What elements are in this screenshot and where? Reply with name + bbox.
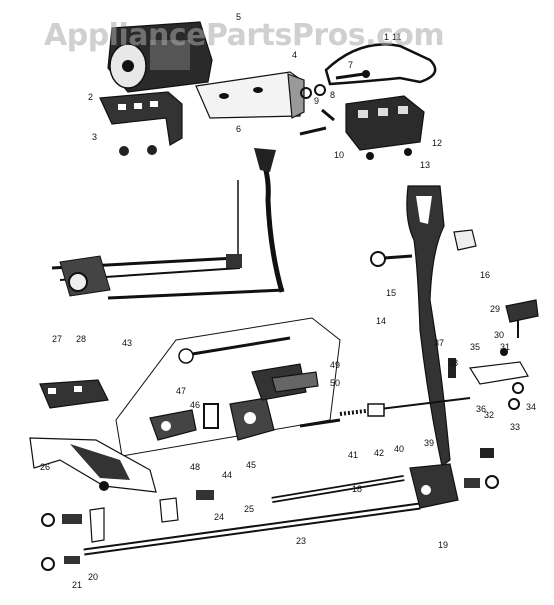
link-rod-part xyxy=(255,150,285,293)
callout-47: 47 xyxy=(176,386,186,396)
callout-46: 46 xyxy=(190,400,200,410)
callout-31: 31 xyxy=(500,342,510,352)
springs-nuts-part xyxy=(41,475,499,571)
callout-13: 13 xyxy=(420,160,430,170)
callout-19: 19 xyxy=(438,540,448,550)
block-16-part xyxy=(453,229,477,251)
callout-48: 48 xyxy=(190,462,200,472)
callout-20-left: 20 xyxy=(88,572,98,582)
callout-40: 40 xyxy=(394,444,404,454)
latch-parts-part xyxy=(448,348,529,458)
callout-5: 5 xyxy=(236,12,241,22)
screws-part xyxy=(119,145,157,156)
switch-block-part xyxy=(345,95,425,160)
callout-39: 39 xyxy=(424,438,434,448)
callout-6: 6 xyxy=(236,124,241,134)
screw-part xyxy=(321,108,335,122)
callout-7: 7 xyxy=(348,60,353,70)
bolt-washers-part xyxy=(300,70,370,99)
pedal-plate-part xyxy=(39,379,109,409)
knob-part xyxy=(505,299,539,338)
long-shaft-part xyxy=(83,497,421,556)
screw-10-part xyxy=(299,126,327,136)
callout-1: 1 xyxy=(384,32,389,42)
callout-12: 12 xyxy=(432,138,442,148)
motor-bracket-part xyxy=(99,91,183,146)
upper-shaft-part xyxy=(271,475,405,503)
callout-43: 43 xyxy=(122,338,132,348)
callout-11: 11 xyxy=(392,32,401,42)
linkage-assembly-part xyxy=(51,180,285,300)
callout-15: 15 xyxy=(386,288,396,298)
plate-bracket-part xyxy=(195,71,305,119)
callout-36: 36 xyxy=(476,404,486,414)
treadle-lever-part xyxy=(406,185,451,468)
callout-24: 24 xyxy=(214,512,224,522)
callout-14: 14 xyxy=(376,316,386,326)
callout-38: 38 xyxy=(448,358,458,368)
callout-33: 33 xyxy=(510,422,520,432)
callout-29: 29 xyxy=(490,304,500,314)
callout-4: 4 xyxy=(292,50,297,60)
callout-37: 37 xyxy=(434,338,444,348)
link-rod-top-part xyxy=(254,148,276,172)
watermark: AppliancePartsPros.com xyxy=(44,18,445,53)
callout-3: 3 xyxy=(92,132,97,142)
callout-44: 44 xyxy=(222,470,232,480)
callout-23: 23 xyxy=(296,536,306,546)
callout-30: 30 xyxy=(494,330,504,340)
motor-part xyxy=(107,21,213,93)
callout-32: 32 xyxy=(484,410,494,420)
mechanism-parts-part xyxy=(149,363,471,441)
callout-9: 9 xyxy=(314,96,319,106)
callout-34: 34 xyxy=(526,402,536,412)
callout-21-left: 21 xyxy=(72,580,82,590)
bracket-26-part xyxy=(29,437,157,493)
belt-part xyxy=(324,43,437,86)
callout-45: 45 xyxy=(246,460,256,470)
block-hole xyxy=(421,485,431,495)
callout-16: 16 xyxy=(480,270,490,280)
callout-35: 35 xyxy=(470,342,480,352)
callout-26: 26 xyxy=(40,462,50,472)
callout-8: 8 xyxy=(330,90,335,100)
callout-25: 25 xyxy=(244,504,254,514)
block-19-part xyxy=(409,463,459,509)
screw-15-part xyxy=(370,251,413,267)
callout-18: 18 xyxy=(352,484,362,494)
callout-10: 10 xyxy=(334,150,344,160)
callout-28: 28 xyxy=(76,334,86,344)
callout-49: 49 xyxy=(330,360,340,370)
callout-50: 50 xyxy=(330,378,340,388)
callout-42: 42 xyxy=(374,448,384,458)
callout-labels: 1 2 3 4 5 6 7 8 9 10 11 12 13 14 15 16 1… xyxy=(40,12,536,590)
callout-2: 2 xyxy=(88,92,93,102)
callout-27: 27 xyxy=(52,334,62,344)
callout-41: 41 xyxy=(348,450,358,460)
